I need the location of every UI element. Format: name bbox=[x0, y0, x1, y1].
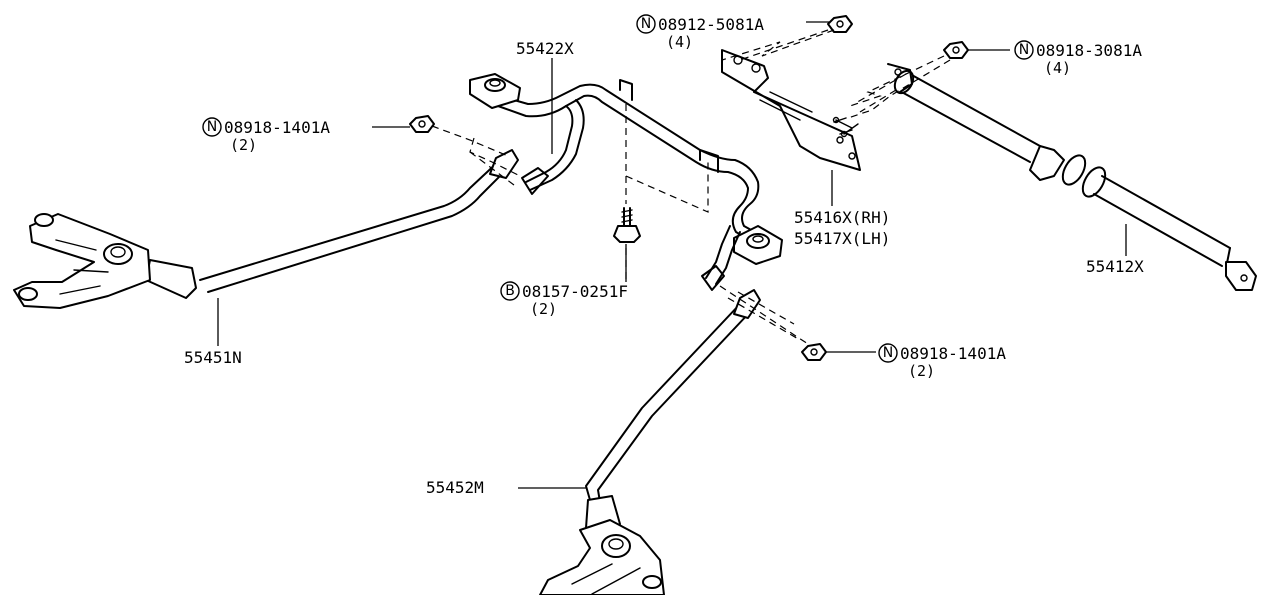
code-f3: 08918-1401A bbox=[224, 118, 330, 137]
code-f1: 08912-5081A bbox=[658, 15, 764, 34]
crossbar-55422x bbox=[469, 73, 783, 291]
marker-f2: N bbox=[1019, 42, 1029, 58]
code-f4: 08157-0251F bbox=[522, 282, 628, 301]
bar-55452m bbox=[539, 289, 761, 595]
label-55422x: 55422X bbox=[516, 39, 574, 58]
assembly-dashes bbox=[431, 29, 951, 345]
qty-f2: (4) bbox=[1044, 59, 1071, 77]
marker-f1: N bbox=[641, 16, 651, 32]
marker-f5: N bbox=[883, 345, 893, 361]
marker-f3: N bbox=[207, 119, 217, 135]
bolt-icons-bracket bbox=[832, 116, 859, 138]
callout-f3: N 08918-1401A (2) bbox=[202, 117, 330, 154]
label-55417x: 55417X(LH) bbox=[794, 229, 890, 248]
callout-f5: N 08918-1401A (2) bbox=[878, 343, 1006, 380]
bolt-icon-f4 bbox=[613, 207, 641, 243]
label-55416x: 55416X(RH) bbox=[794, 208, 890, 227]
leader-lines bbox=[217, 21, 1127, 489]
bracket-55416x-55417x bbox=[721, 49, 861, 171]
code-f5: 08918-1401A bbox=[900, 344, 1006, 363]
label-55452m: 55452M bbox=[426, 478, 484, 497]
qty-f1: (4) bbox=[666, 33, 693, 51]
code-f2: 08918-3081A bbox=[1036, 41, 1142, 60]
callout-f4: B 08157-0251F (2) bbox=[500, 281, 628, 318]
label-55412x: 55412X bbox=[1086, 257, 1144, 276]
callout-f2: N 08918-3081A (4) bbox=[1014, 40, 1142, 77]
nut-icon-f2 bbox=[943, 41, 969, 59]
nut-icon-f1 bbox=[827, 15, 853, 33]
nut-icon-f3 bbox=[409, 115, 435, 133]
qty-f3: (2) bbox=[230, 136, 257, 154]
label-55451n: 55451N bbox=[184, 348, 242, 367]
strut-rod-55412x bbox=[887, 63, 1257, 291]
callout-f1: N 08912-5081A (4) bbox=[636, 14, 764, 51]
qty-f4: (2) bbox=[530, 300, 557, 318]
qty-f5: (2) bbox=[908, 362, 935, 380]
marker-f4: B bbox=[505, 283, 515, 299]
nut-icon-f5 bbox=[801, 343, 827, 361]
bar-55451n bbox=[13, 149, 519, 309]
